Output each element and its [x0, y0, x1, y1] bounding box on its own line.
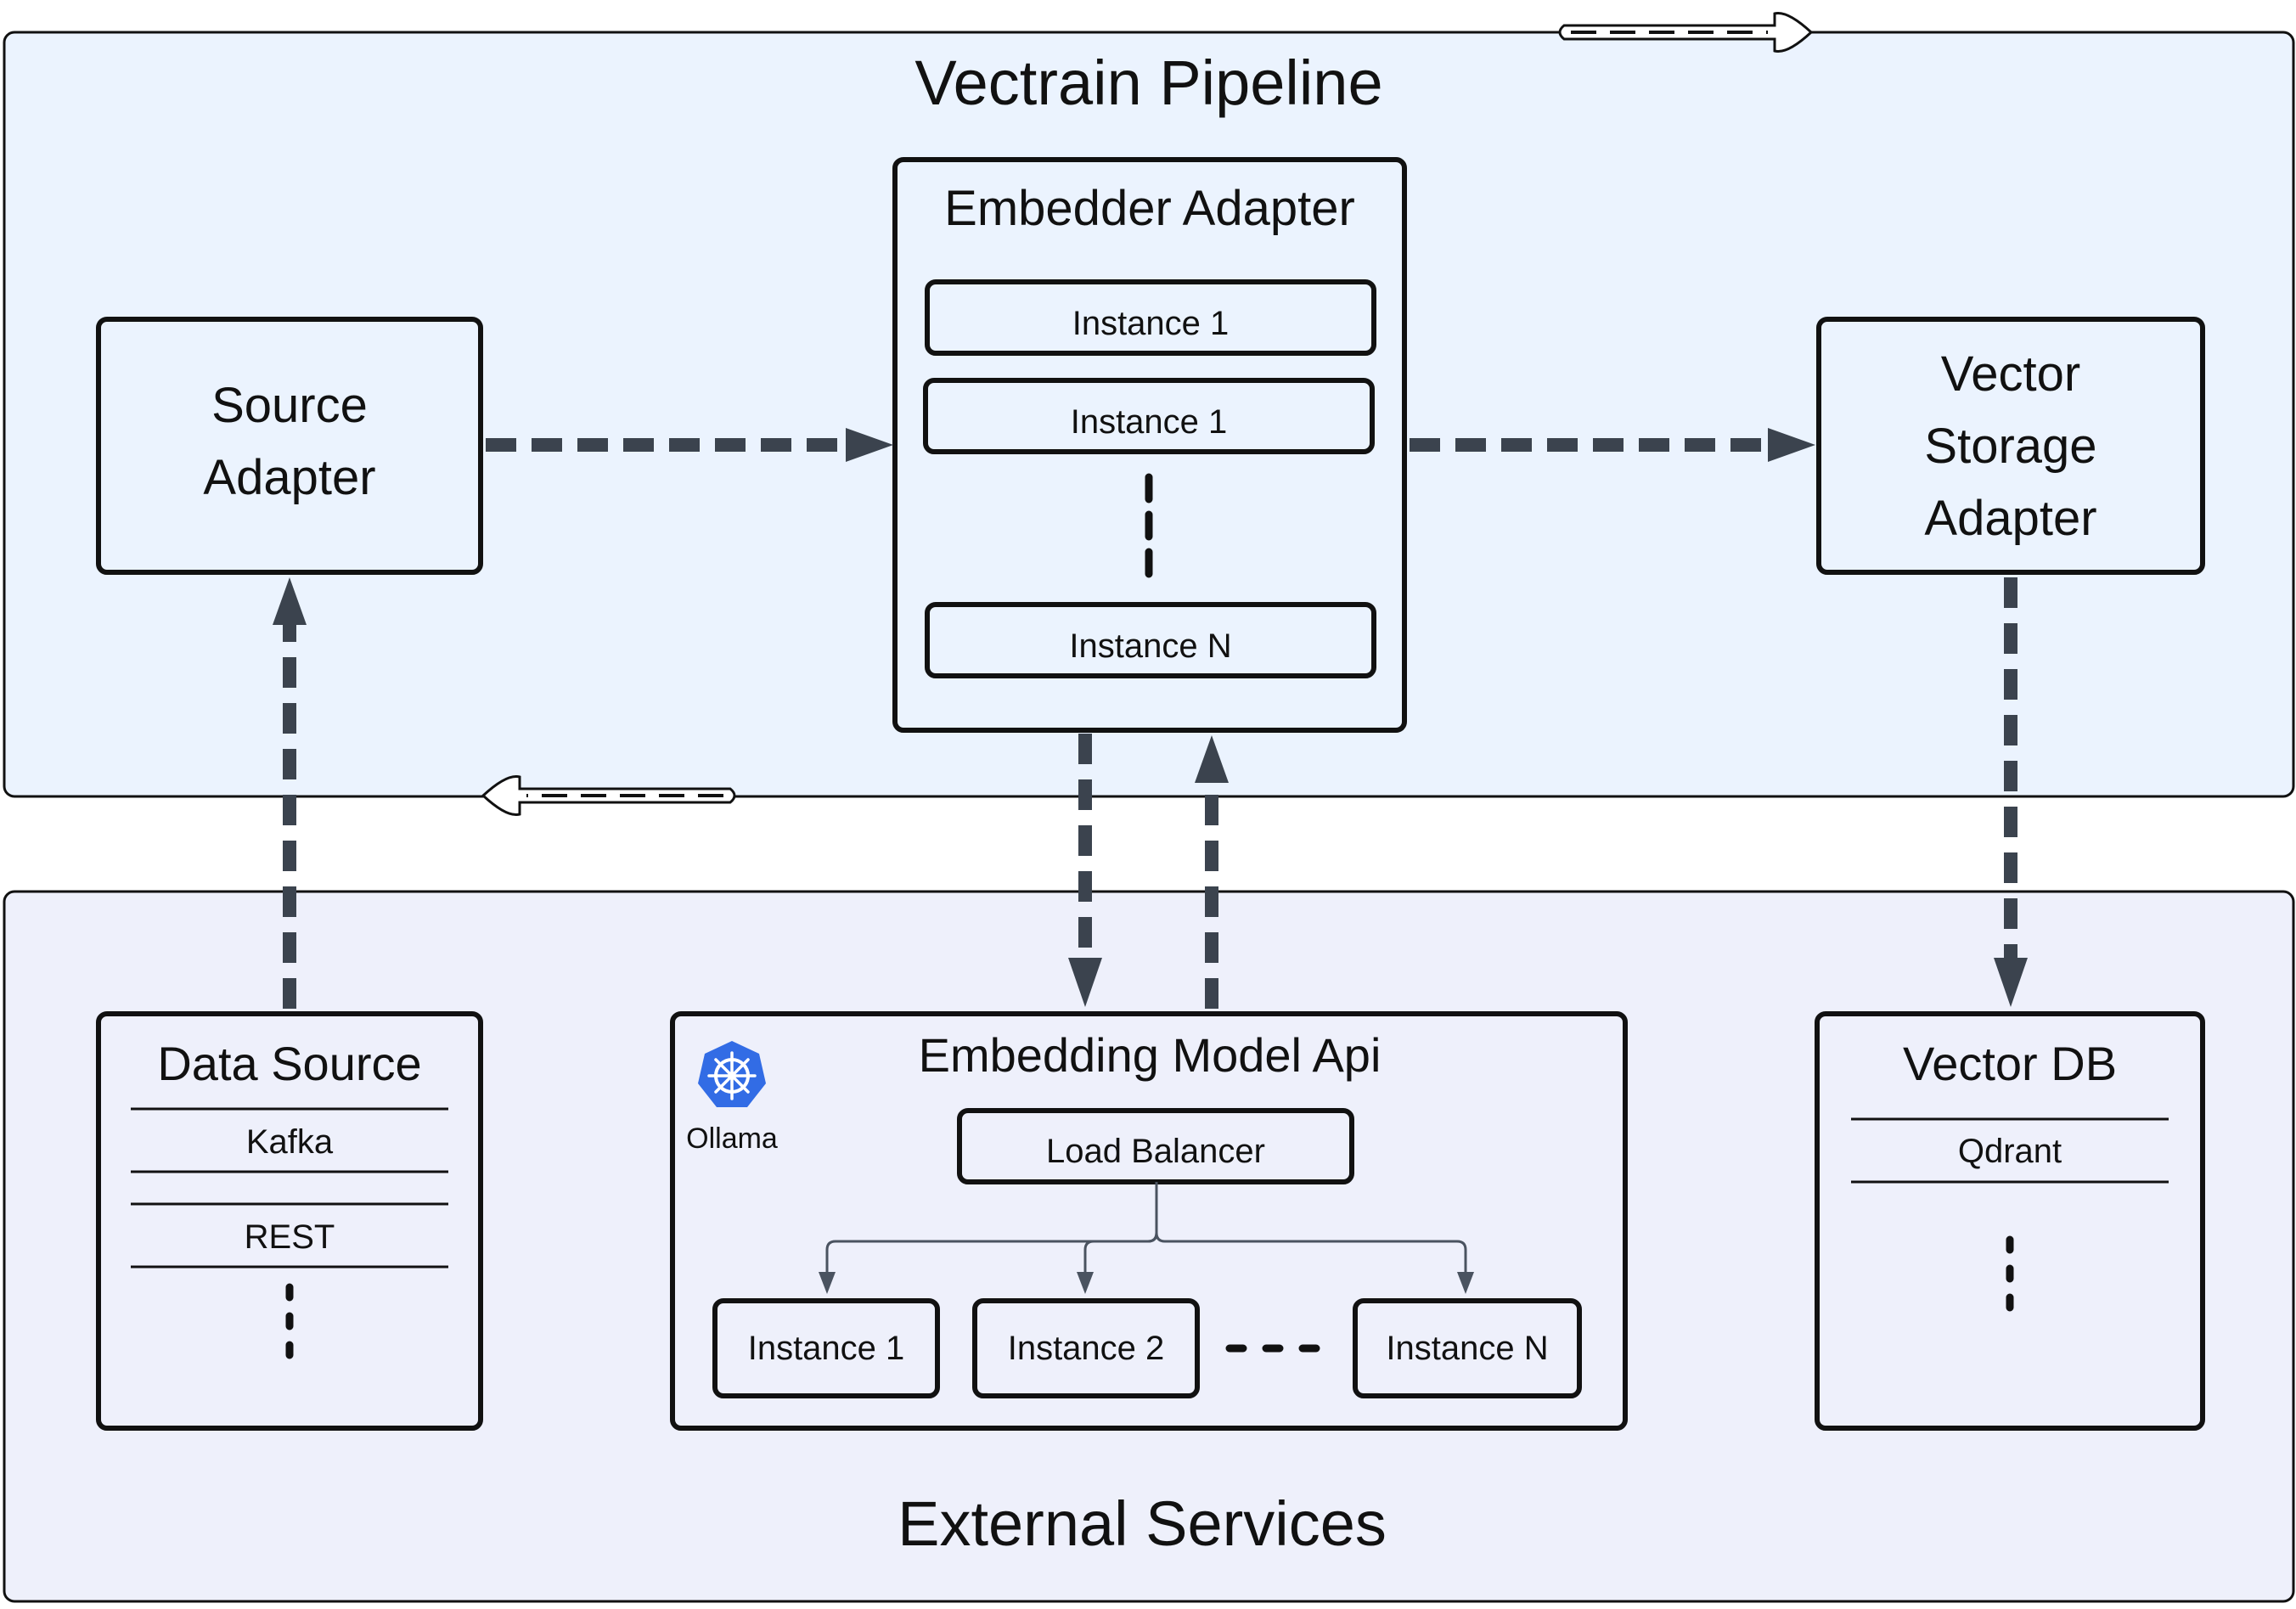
pipeline-title: Vectrain Pipeline: [914, 48, 1382, 118]
vector-storage-adapter-label-3: Adapter: [1924, 491, 2096, 546]
load-balancer-label: Load Balancer: [1046, 1133, 1265, 1170]
pipeline-out-arrow-icon: [1558, 11, 1814, 53]
kubernetes-helm-icon: [698, 1041, 766, 1107]
external-services-title: External Services: [898, 1488, 1387, 1559]
model-instance-box: [972, 1298, 1200, 1398]
vector-storage-adapter-box: [1816, 317, 2205, 575]
model-instance-box: [712, 1298, 940, 1398]
embedder-adapter-title: Embedder Adapter: [944, 181, 1355, 236]
embedding-model-api-box: [670, 1011, 1628, 1431]
arrow-datasource-to-source: [273, 577, 307, 1009]
arrow-storage-to-vectordb: [1994, 577, 2028, 1007]
embedder-instance-label: Instance 1: [1072, 305, 1230, 342]
data-source-box: [96, 1011, 483, 1431]
source-adapter-label-1: Source: [211, 378, 368, 433]
arrow-embedder-to-model-api: [1068, 734, 1102, 1007]
model-instance-label: Instance 2: [1008, 1330, 1165, 1367]
vector-db-box: [1815, 1011, 2205, 1431]
data-source-item-rest: REST: [245, 1218, 335, 1256]
external-in-arrow-icon: [481, 774, 736, 817]
arrow-embedder-to-storage: [1410, 428, 1815, 462]
source-adapter-box: [96, 317, 483, 575]
arrow-model-api-to-embedder: [1195, 735, 1229, 1009]
data-source-title: Data Source: [157, 1037, 421, 1090]
data-source-item-kafka: Kafka: [246, 1123, 334, 1161]
vector-db-item-qdrant: Qdrant: [1958, 1133, 2062, 1170]
model-instance-label: Instance 1: [748, 1330, 905, 1367]
embedder-instance-label: Instance 1: [1071, 403, 1228, 441]
vector-db-title: Vector DB: [1903, 1037, 2117, 1090]
model-instance-box: [1353, 1298, 1582, 1398]
embedder-instance-box: [925, 279, 1376, 356]
vector-storage-adapter-label-2: Storage: [1924, 419, 2096, 474]
embedder-instance-box: [925, 602, 1376, 678]
vector-storage-adapter-label-1: Vector: [1941, 346, 2080, 402]
external-services-group: [3, 890, 2295, 1603]
model-instance-label: Instance N: [1386, 1330, 1548, 1367]
embedder-adapter-box: [892, 157, 1407, 733]
load-balancer-tree: [819, 1182, 1474, 1294]
ollama-label: Ollama: [686, 1122, 778, 1155]
embedder-instance-box: [923, 378, 1375, 454]
pipeline-group: [3, 31, 2295, 798]
source-adapter-label-2: Adapter: [203, 450, 375, 505]
embedding-model-api-title: Embedding Model Api: [919, 1028, 1382, 1082]
embedder-instance-label: Instance N: [1069, 627, 1231, 665]
arrow-source-to-embedder: [486, 428, 893, 462]
